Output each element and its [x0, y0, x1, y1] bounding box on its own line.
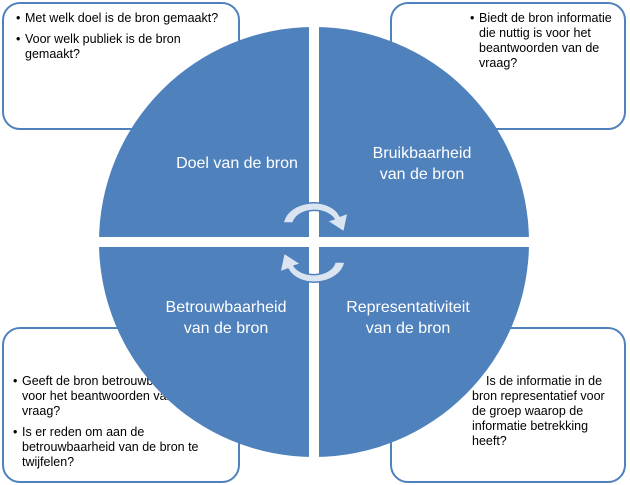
- callout-doel-item-2: Voor welk publiek is de bron gemaakt?: [16, 32, 230, 62]
- quadrant-top-left: [99, 27, 314, 242]
- quadrant-label-bruikbaarheid: Bruikbaarheid van de bron: [332, 143, 512, 185]
- quadrant-label-bruikbaarheid-line1: Bruikbaarheid: [372, 145, 472, 162]
- quadrant-label-representativiteit-line1: Representativiteit: [346, 299, 470, 316]
- quadrant-bottom-left: [99, 242, 314, 457]
- refresh-cycle-arrows-icon: [279, 202, 349, 283]
- quadrant-label-bruikbaarheid-line2: van de bron: [379, 166, 465, 183]
- quadrant-label-doel-text: Doel van de bron: [176, 155, 298, 172]
- callout-betrouwbaarheid-item-2: Is er reden om aan de betrouwbaarheid va…: [13, 425, 230, 470]
- quadrant-label-betrouwbaarheid: Betrouwbaarheid van de bron: [136, 297, 316, 339]
- quadrant-label-representativiteit: Representativiteit van de bron: [318, 297, 498, 339]
- callout-representativiteit-text: Is de informatie in de bron representati…: [472, 374, 605, 448]
- callout-doel-item-1: Met welk doel is de bron gemaakt?: [16, 11, 230, 26]
- quadrant-label-doel: Doel van de bron: [147, 153, 327, 174]
- quadrant-label-representativiteit-line2: van de bron: [365, 320, 451, 337]
- quadrant-label-betrouwbaarheid-line1: Betrouwbaarheid: [165, 299, 287, 316]
- callout-bruikbaarheid: Biedt de bron informatie die nuttig is v…: [390, 2, 626, 130]
- gap-horizontal: [94, 237, 534, 247]
- quadrant-label-betrouwbaarheid-line2: van de bron: [183, 320, 269, 337]
- quadrant-top-right: [314, 27, 529, 242]
- callout-bruikbaarheid-item-1: Biedt de bron informatie die nuttig is v…: [470, 11, 616, 71]
- quadrant-bottom-right: [314, 242, 529, 457]
